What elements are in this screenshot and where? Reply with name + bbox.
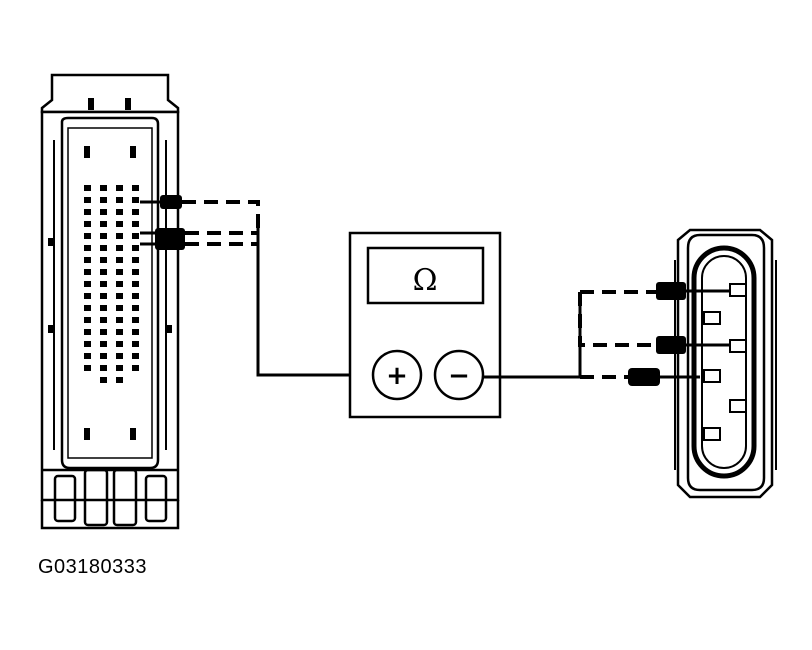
pcm-pin: [100, 341, 107, 347]
pcm-pin: [132, 209, 139, 215]
ohmmeter: Ω + −: [348, 231, 502, 419]
pcm-connector: [40, 73, 180, 530]
figure-id-label: G03180333: [38, 556, 148, 578]
pcm-pin: [116, 197, 123, 203]
pcm-pin: [116, 245, 123, 251]
negative-terminal[interactable]: [433, 349, 485, 401]
pcm-pin: [100, 305, 107, 311]
negative-symbol: −: [448, 361, 470, 391]
pcm-pin: [84, 365, 91, 371]
pcm-pin: [116, 305, 123, 311]
pcm-pin: [84, 329, 91, 335]
pcm-pin: [84, 428, 90, 440]
pcm-pin: [100, 209, 107, 215]
pcm-pin: [116, 353, 123, 359]
pcm-pin: [116, 341, 123, 347]
pcm-pin: [84, 233, 91, 239]
pcm-pin: [116, 377, 123, 383]
pcm-pin: [132, 317, 139, 323]
pcm-pin: [84, 197, 91, 203]
pcm-pin: [130, 146, 136, 158]
pcm-pin: [132, 353, 139, 359]
pcm-pin: [100, 233, 107, 239]
pcm-pin: [100, 377, 107, 383]
pcm-pin: [116, 257, 123, 263]
sensor-connector: [674, 228, 777, 499]
pcm-pin: [132, 197, 139, 203]
pcm-pin: [84, 305, 91, 311]
pcm-pin: [100, 281, 107, 287]
pcm-pin: [132, 185, 139, 191]
positive-terminal[interactable]: [371, 349, 423, 401]
pcm-pin: [100, 293, 107, 299]
pcm-pin: [130, 428, 136, 440]
pcm-pin: [132, 293, 139, 299]
pcm-pin: [84, 221, 91, 227]
pcm-pin: [116, 233, 123, 239]
pcm-pin: [132, 269, 139, 275]
pcm-pin: [84, 185, 91, 191]
pcm-pin: [84, 257, 91, 263]
pcm-pin: [132, 245, 139, 251]
pcm-pin: [100, 197, 107, 203]
positive-symbol: +: [386, 361, 408, 391]
pcm-pin: [132, 341, 139, 347]
pcm-pin: [116, 281, 123, 287]
pcm-pin: [84, 281, 91, 287]
pcm-pin: [100, 317, 107, 323]
pcm-pin: [100, 269, 107, 275]
pcm-pin: [132, 281, 139, 287]
meter-display: [366, 246, 485, 305]
pcm-pin: [100, 245, 107, 251]
pcm-pin: [132, 329, 139, 335]
pcm-pin: [116, 365, 123, 371]
ohm-symbol: Ω: [413, 263, 438, 298]
pcm-pin: [84, 209, 91, 215]
pcm-pin: [100, 185, 107, 191]
pcm-pin: [116, 269, 123, 275]
pcm-pin: [116, 209, 123, 215]
pcm-pin: [100, 329, 107, 335]
pcm-pin: [84, 353, 91, 359]
pcm-pin: [84, 293, 91, 299]
pcm-pin: [116, 221, 123, 227]
pcm-pin: [116, 329, 123, 335]
pcm-pin: [132, 305, 139, 311]
pcm-pin: [116, 185, 123, 191]
pcm-pin: [100, 353, 107, 359]
pcm-pin: [84, 146, 90, 158]
pcm-pin: [100, 221, 107, 227]
pcm-pin-grid: [84, 146, 139, 440]
pcm-pin: [116, 293, 123, 299]
pcm-pin: [132, 221, 139, 227]
pcm-pin: [132, 365, 139, 371]
pcm-probe-leads: [140, 195, 372, 377]
pcm-pin: [100, 365, 107, 371]
pcm-pin: [84, 341, 91, 347]
pcm-pin: [84, 269, 91, 275]
pcm-pin: [132, 233, 139, 239]
pcm-pin: [100, 257, 107, 263]
pcm-pin: [116, 317, 123, 323]
pcm-pin: [84, 245, 91, 251]
pcm-pin: [84, 317, 91, 323]
pcm-pin: [132, 257, 139, 263]
